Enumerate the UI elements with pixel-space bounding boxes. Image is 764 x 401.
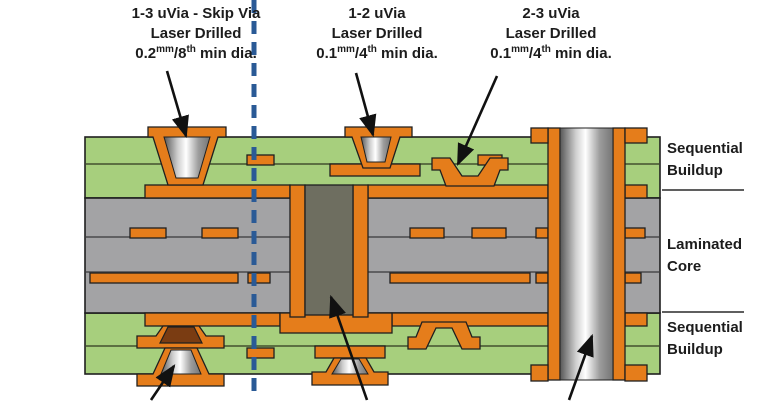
callout-title: 2-3 uVia: [522, 5, 580, 22]
via-1-2-hole: [360, 136, 392, 163]
label-sequential-buildup-bottom: Sequential Buildup: [667, 319, 743, 358]
callout-spec: 0.1mm/4th min dia.: [316, 44, 438, 63]
callout-skip-via-1-3: 1-3 uVia - Skip Via Laser Drilled 0.2mm/…: [96, 4, 296, 64]
callout-title: 1-2 uVia: [348, 5, 406, 22]
label-laminated-core: Laminated Core: [667, 236, 743, 275]
copper-foil: [367, 184, 549, 199]
copper-pad: [246, 154, 275, 166]
arrow-through-via: [567, 333, 594, 401]
through-via-pad: [624, 364, 648, 382]
copper-trace: [129, 227, 167, 239]
copper-foil: [391, 312, 549, 327]
buried-via-barrel-wall: [352, 184, 369, 318]
copper-trace: [409, 227, 445, 239]
label-sequential-buildup-top: Sequential Buildup: [667, 140, 743, 179]
copper-trace: [535, 272, 549, 284]
copper-trace: [201, 227, 239, 239]
copper-trace: [624, 227, 646, 239]
arrow-via-2-3: [456, 75, 499, 167]
via-2-3-copper: [431, 157, 509, 187]
copper-trace: [89, 272, 239, 284]
callout-spec: 0.1mm/4th min dia.: [490, 44, 612, 63]
copper-foil: [624, 184, 648, 199]
bottom-conformal-via-copper: [407, 321, 481, 350]
callout-process: Laser Drilled: [505, 25, 597, 42]
callout-process: Laser Drilled: [150, 25, 242, 42]
copper-pad: [246, 347, 275, 359]
copper-foil: [144, 184, 291, 199]
callout-title: 1-3 uVia - Skip Via: [131, 5, 261, 22]
callout-via-1-2: 1-2 uVia Laser Drilled 0.1mm/4th min dia…: [307, 4, 447, 64]
through-via-pad: [624, 127, 648, 144]
skip-via-1-3-hole: [163, 136, 211, 179]
callout-process: Laser Drilled: [331, 25, 423, 42]
callout-via-2-3: 2-3 uVia Laser Drilled 0.1mm/4th min dia…: [476, 4, 626, 64]
copper-foil: [624, 312, 648, 327]
arrow-buried-via: [329, 294, 369, 401]
copper-trace: [247, 272, 271, 284]
through-via-barrel-wall: [612, 127, 626, 381]
arrow-via-1-2: [354, 72, 377, 138]
copper-trace: [471, 227, 507, 239]
copper-foil: [144, 312, 281, 327]
callout-spec: 0.2mm/8th min dia.: [135, 44, 257, 63]
arrow-skip-via-1-3: [165, 70, 189, 139]
arrow-bottom-stacked-via: [149, 364, 176, 401]
copper-trace: [535, 227, 549, 239]
copper-trace: [624, 272, 642, 284]
through-via-pad: [530, 364, 549, 382]
through-via-pad: [530, 127, 549, 144]
buried-via-barrel-wall: [289, 184, 306, 318]
buried-via-fill: [304, 184, 354, 316]
bottom-stacked-via-filled: [159, 326, 203, 344]
copper-trace: [389, 272, 531, 284]
through-via-plated-hole: [559, 127, 614, 381]
through-via-barrel-wall: [547, 127, 561, 381]
